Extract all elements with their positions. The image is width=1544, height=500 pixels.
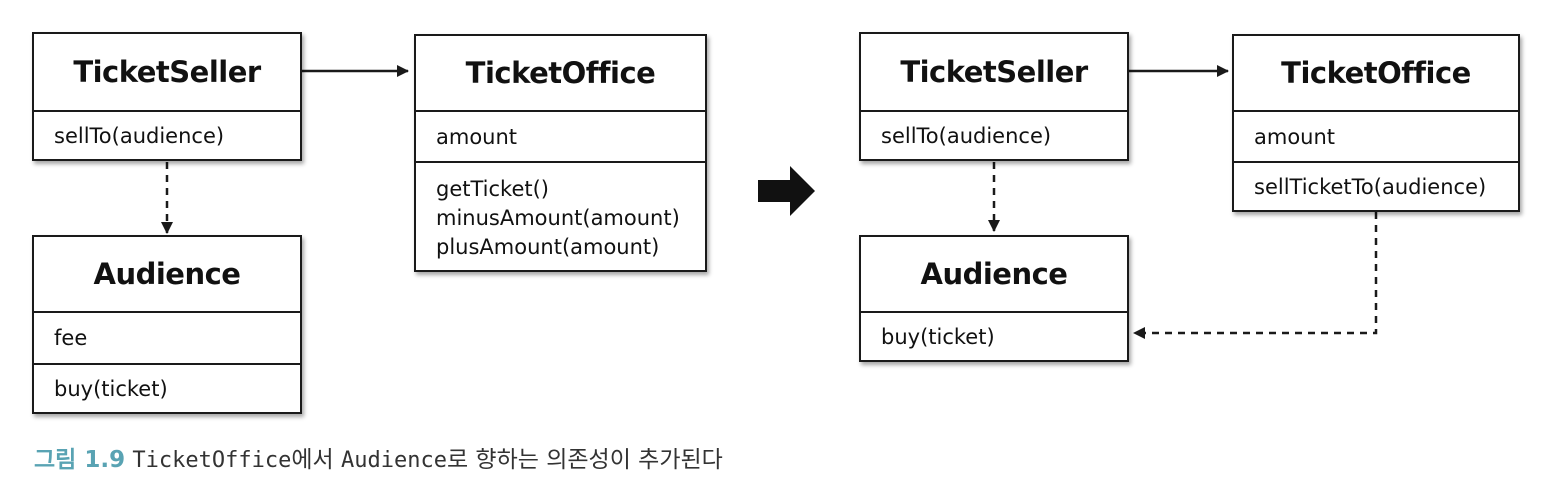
class-attribute: amount (416, 110, 705, 161)
right-ticketoffice-class: TicketOffice amount sellTicketTo(audienc… (1232, 34, 1520, 212)
caption-code-audience: Audience (340, 448, 447, 473)
caption-code-ticketoffice: TicketOffice (132, 448, 292, 473)
class-operation: buy(ticket) (861, 311, 1127, 360)
operation-item: minusAmount(amount) (436, 206, 680, 230)
class-operation: sellTicketTo(audience) (1234, 161, 1518, 210)
right-ticketseller-class: TicketSeller sellTo(audience) (859, 32, 1129, 161)
office-to-audience-dependency (1133, 212, 1378, 339)
caption-text: 에서 (291, 447, 341, 473)
class-attribute: fee (34, 311, 300, 363)
right-audience-class: Audience buy(ticket) (859, 235, 1129, 362)
class-name: Audience (93, 257, 241, 291)
class-operation: buy(ticket) (34, 363, 300, 412)
figure-caption: 그림 1.9 TicketOffice에서 Audience로 향하는 의존성이… (34, 440, 723, 474)
class-name: Audience (920, 257, 1068, 291)
caption-text: 로 향하는 의존성이 추가된다 (446, 447, 723, 473)
left-ticketseller-class: TicketSeller sellTo(audience) (32, 32, 302, 161)
left-ticketoffice-class: TicketOffice amount getTicket() minusAmo… (414, 34, 707, 272)
transition-arrow-icon (758, 166, 815, 216)
class-operations: getTicket() minusAmount(amount) plusAmou… (416, 161, 705, 270)
class-operation: sellTo(audience) (34, 110, 300, 159)
class-name: TicketSeller (73, 55, 261, 89)
operation-item: getTicket() (436, 177, 549, 201)
class-attribute: amount (1234, 110, 1518, 161)
class-name: TicketOffice (1281, 56, 1471, 90)
class-name: TicketOffice (465, 56, 656, 90)
left-audience-class: Audience fee buy(ticket) (32, 235, 302, 414)
operation-item: plusAmount(amount) (436, 235, 660, 259)
class-name: TicketSeller (900, 55, 1088, 89)
class-operation: sellTo(audience) (861, 110, 1127, 159)
figure-label: 그림 1.9 (34, 447, 126, 473)
